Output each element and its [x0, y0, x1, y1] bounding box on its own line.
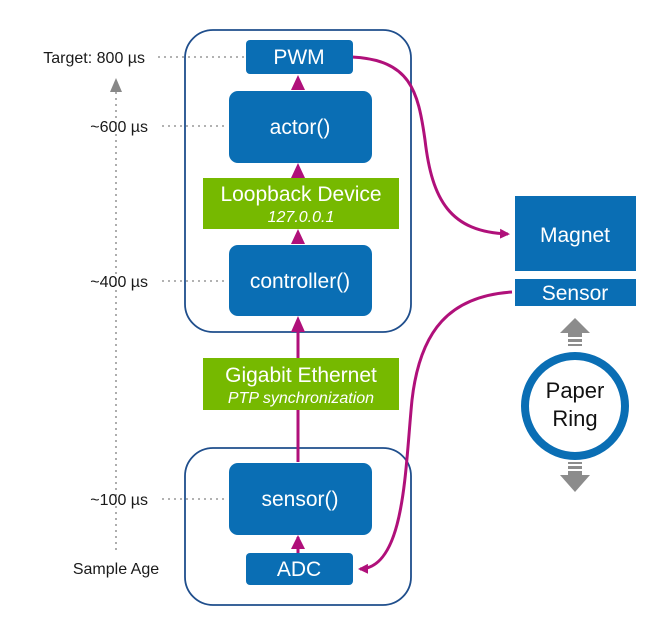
ring-down-arrow [560, 462, 590, 492]
ethernet-block [203, 358, 399, 410]
controller-block [229, 245, 372, 316]
pwm-block [246, 40, 353, 74]
target-label: Target: 800 µs [43, 50, 145, 67]
magnet-label: Magnet [540, 224, 610, 247]
controller-to-loopback-arrowhead [291, 229, 305, 244]
t400-label: ~400 µs [90, 274, 148, 291]
actor-to-pwm-arrowhead [291, 75, 305, 90]
sensor-to-adc-curve [358, 290, 513, 574]
ethernet-subtitle: PTP synchronization [228, 390, 374, 407]
paper-ring [521, 352, 629, 460]
t100-label: ~100 µs [90, 492, 148, 509]
sensor-hw-block [515, 279, 636, 306]
loopback-to-actor-arrowhead [291, 163, 305, 178]
sample-age-axis-arrowhead [110, 78, 122, 92]
ethernet-title: Gigabit Ethernet [225, 364, 377, 387]
pwm-label: PWM [273, 46, 324, 69]
t600-label: ~600 µs [90, 119, 148, 136]
paper-ring-line2: Ring [552, 406, 597, 431]
ethernet-to-controller-arrowhead [291, 316, 305, 332]
loopback-block [203, 178, 399, 229]
adc-label: ADC [277, 558, 321, 581]
loopback-subtitle: 127.0.0.1 [268, 209, 335, 226]
adc-to-sensor-arrowhead [291, 535, 305, 549]
controller-label: controller() [250, 270, 350, 293]
sensor-fn-label: sensor() [261, 488, 338, 511]
magnet-block [515, 196, 636, 271]
sensor-fn-block [229, 463, 372, 535]
actor-block [229, 91, 372, 163]
sample-age-label: Sample Age [73, 561, 159, 578]
sensor-hw-label: Sensor [542, 282, 609, 305]
adc-block [246, 553, 353, 585]
pwm-to-magnet-curve [351, 55, 510, 239]
ring-up-arrow [560, 318, 590, 346]
paper-ring-line1: Paper [546, 378, 605, 403]
actor-label: actor() [270, 116, 331, 139]
loopback-title: Loopback Device [220, 183, 381, 206]
